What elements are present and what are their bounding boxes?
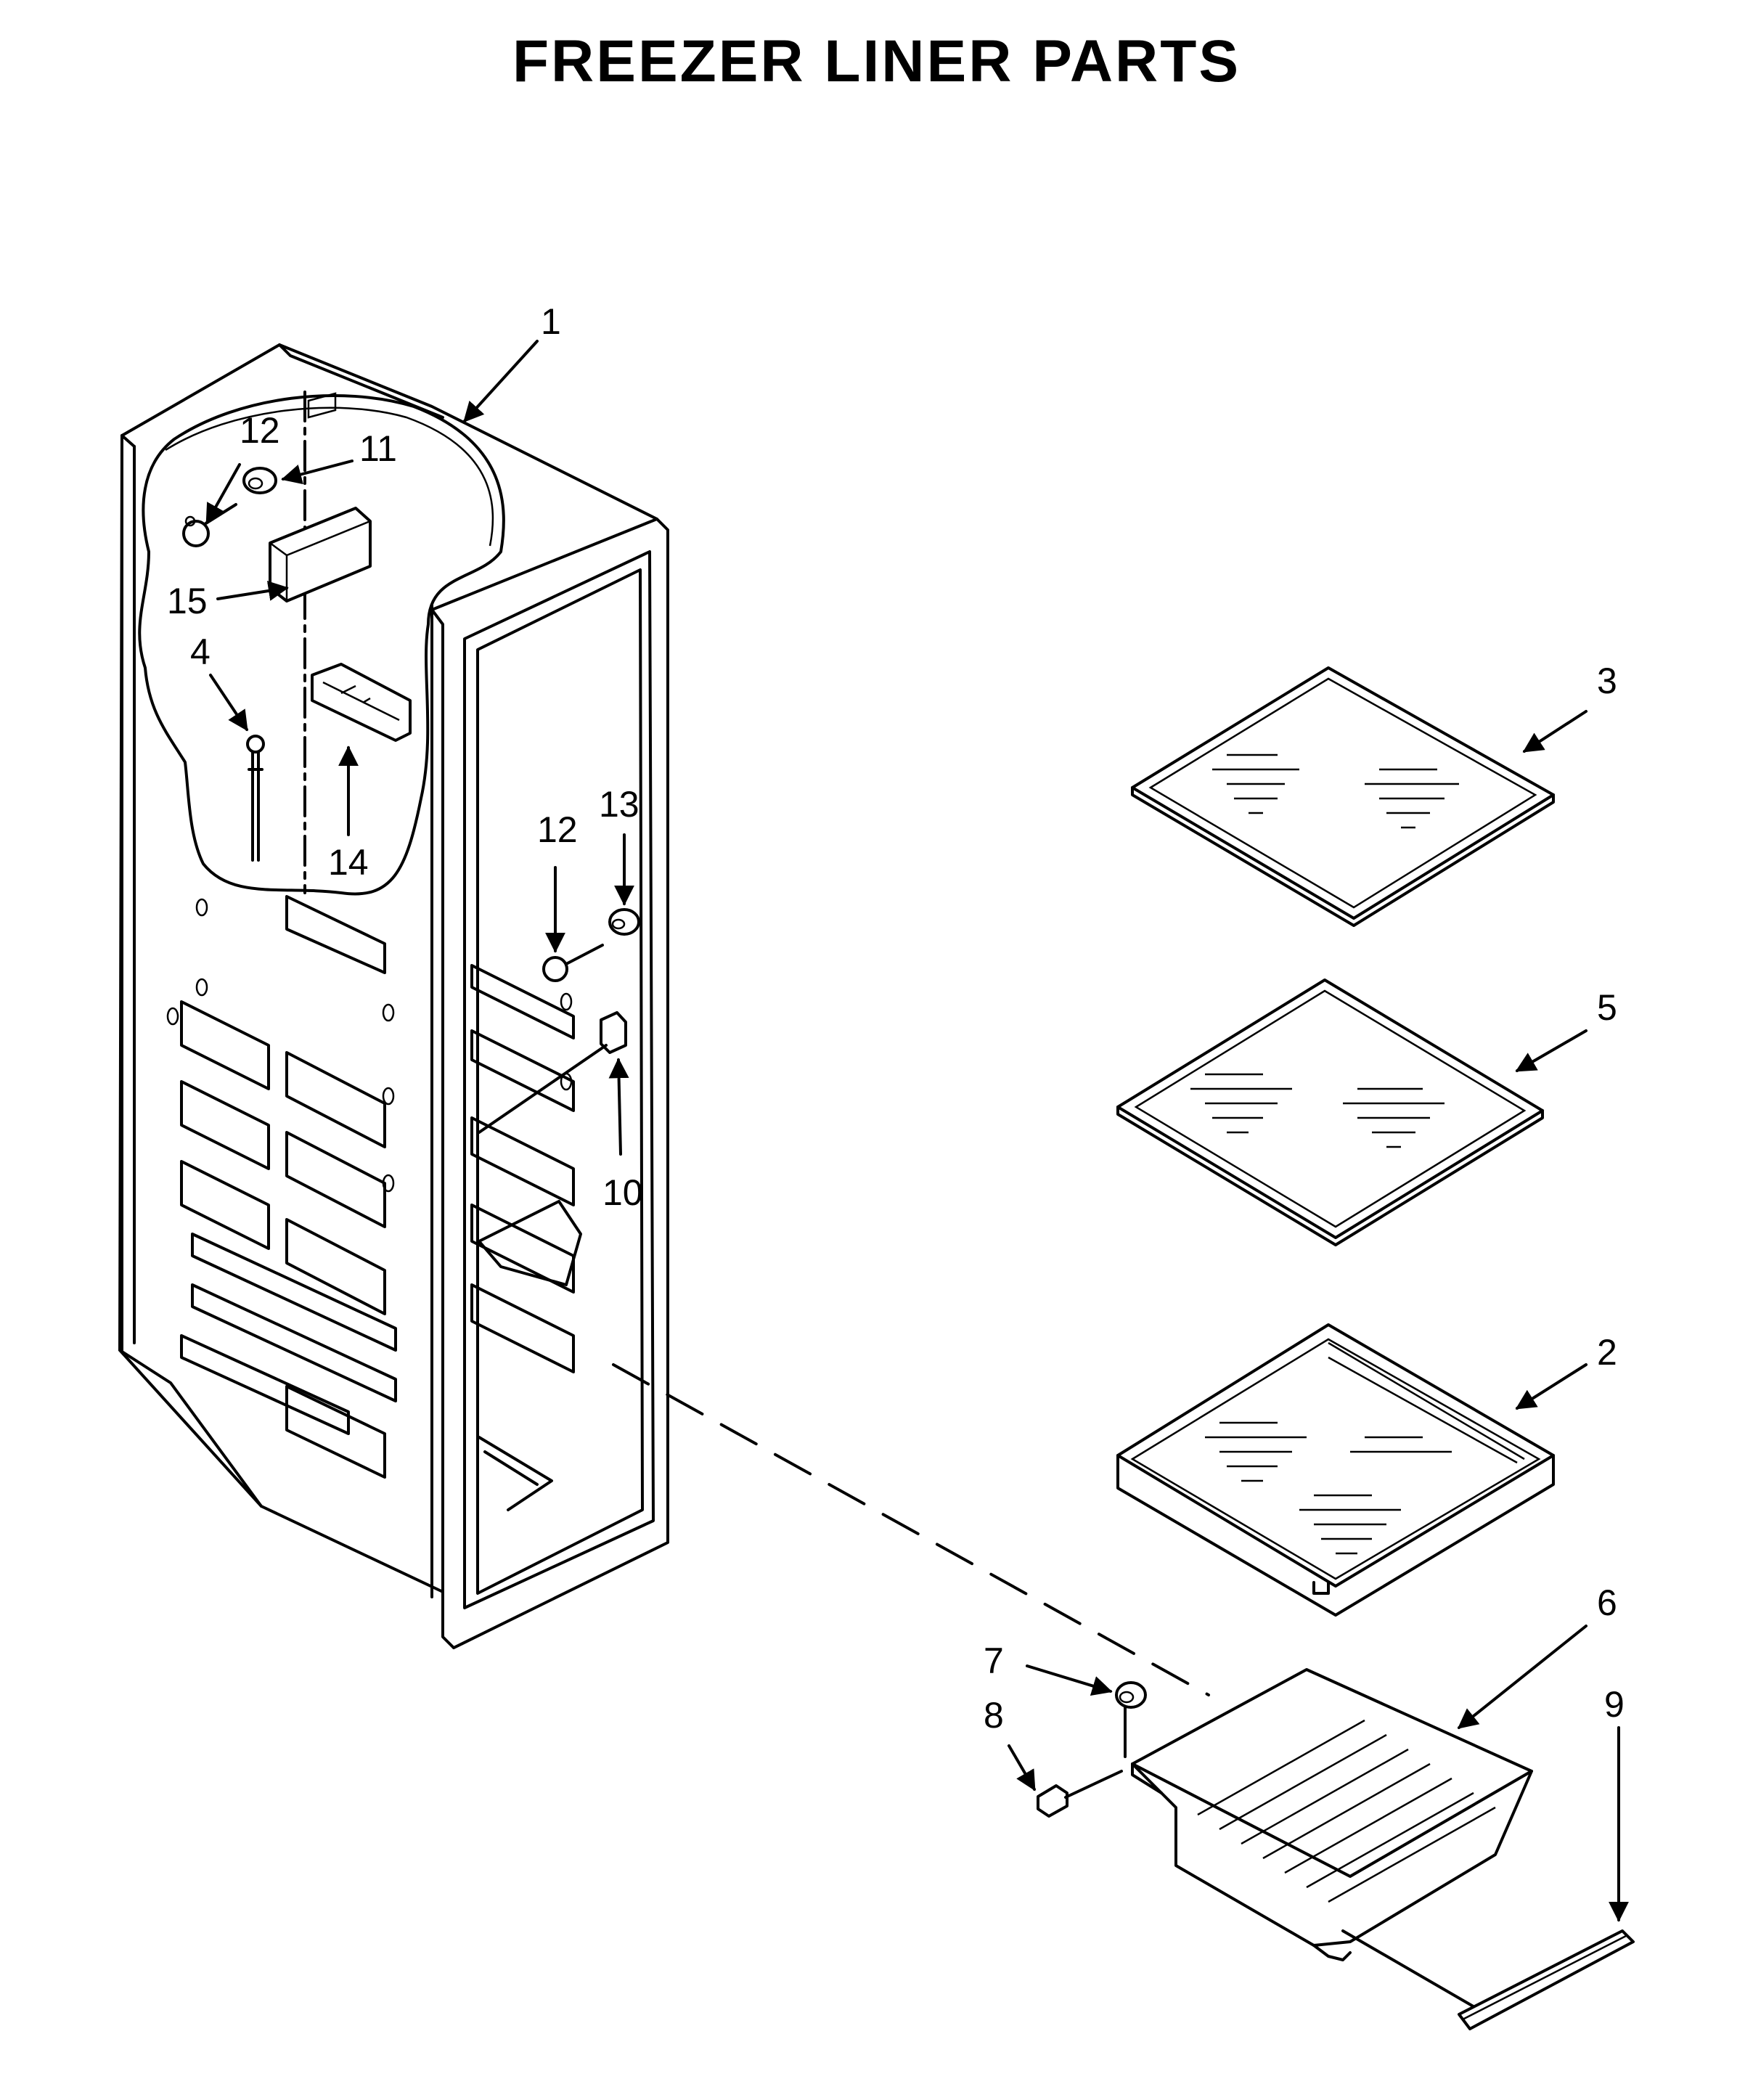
callout-11: 11 xyxy=(359,428,397,469)
callout-6: 6 xyxy=(1597,1582,1617,1623)
shelf-part-3 xyxy=(1131,666,1555,927)
callout-2: 2 xyxy=(1597,1332,1617,1373)
freezer-liner xyxy=(118,343,1210,1696)
drawer-part-6 xyxy=(1037,1668,1635,2030)
callout-3: 3 xyxy=(1597,661,1617,701)
callout-12-right: 12 xyxy=(537,809,578,850)
callout-12-upper: 12 xyxy=(240,410,280,451)
callout-8: 8 xyxy=(984,1695,1004,1736)
shelf-part-2 xyxy=(1116,1323,1555,1617)
callout-13: 13 xyxy=(599,784,640,825)
callout-labels: 1 2 3 4 5 6 7 8 9 10 11 12 12 13 14 15 xyxy=(167,301,1625,1736)
callout-15: 15 xyxy=(167,581,208,621)
callout-9: 9 xyxy=(1604,1684,1625,1725)
callout-7: 7 xyxy=(984,1641,1004,1681)
shelf-part-5 xyxy=(1116,978,1544,1246)
leader-lines xyxy=(205,340,1629,1922)
callout-1: 1 xyxy=(541,301,561,342)
callout-5: 5 xyxy=(1597,987,1617,1028)
callout-10: 10 xyxy=(602,1172,643,1213)
callout-4: 4 xyxy=(190,632,211,672)
page-title: FREEZER LINER PARTS xyxy=(512,28,1241,94)
callout-14: 14 xyxy=(328,842,369,883)
